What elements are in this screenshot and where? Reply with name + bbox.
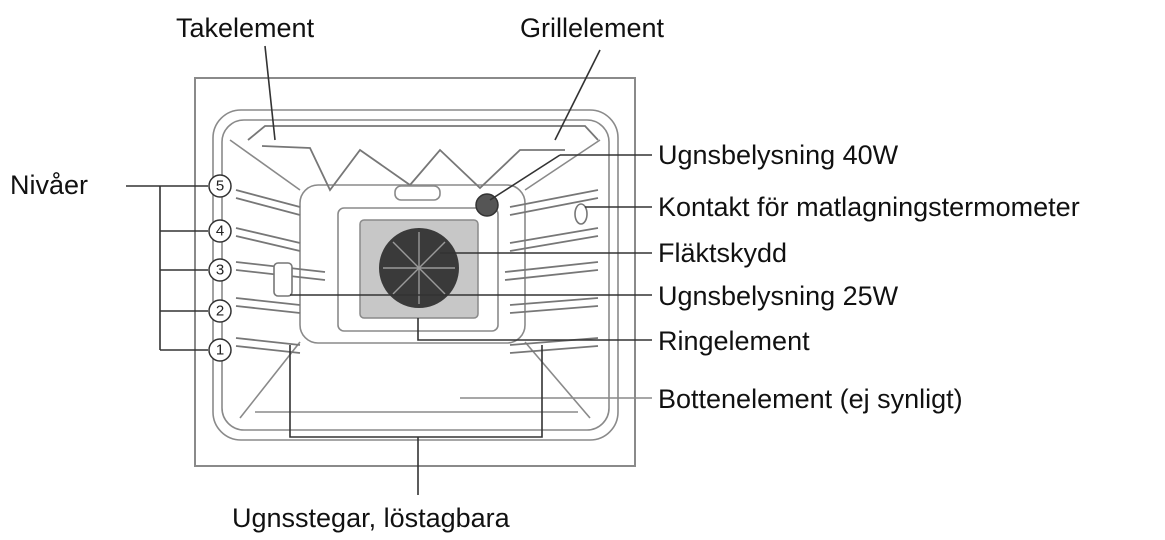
label-ring-element: Ringelement	[658, 326, 810, 356]
level-badge-label: 3	[216, 262, 224, 279]
label-roof-element: Takelement	[176, 13, 315, 43]
label-oven-light-40w: Ugnsbelysning 40W	[658, 140, 899, 170]
level-badge-label: 5	[216, 178, 224, 195]
label-levels: Nivåer	[10, 170, 88, 200]
label-grill-element: Grillelement	[520, 13, 665, 43]
label-oven-light-25w: Ugnsbelysning 25W	[658, 281, 899, 311]
fan-blades	[383, 232, 455, 304]
level-badge-label: 4	[216, 223, 224, 240]
label-fan-cover: Fläktskydd	[658, 238, 787, 268]
label-oven-racks: Ugnsstegar, löstagbara	[232, 503, 511, 533]
label-bottom-element: Bottenelement (ej synligt)	[658, 384, 963, 414]
level-badge-label: 1	[216, 342, 224, 359]
level-badge-label: 2	[216, 303, 224, 320]
label-meat-probe-socket: Kontakt för matlagningstermometer	[658, 192, 1080, 222]
